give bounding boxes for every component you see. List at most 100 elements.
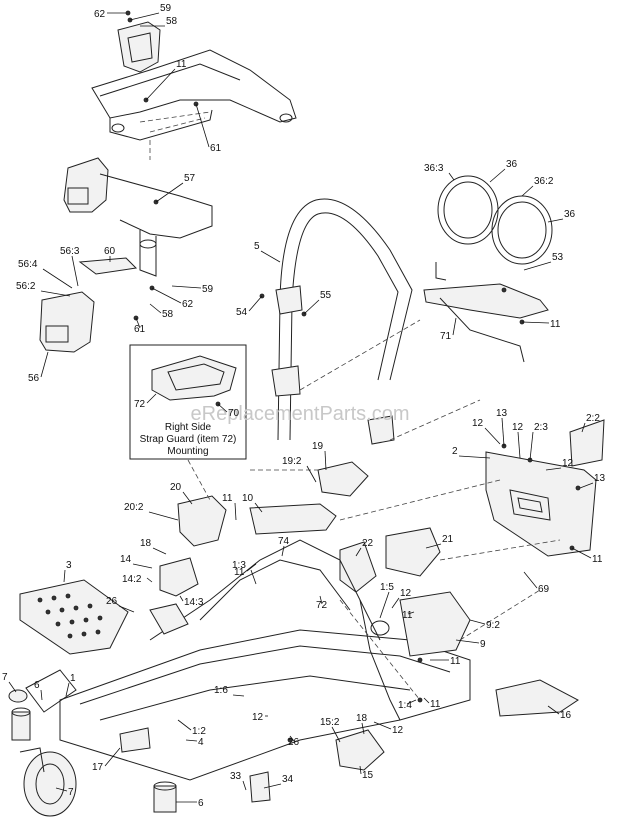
leader-line [521,321,550,324]
panel-2-cutout [509,489,551,521]
callout-label: 12 [400,588,412,599]
right-panel-assembly [485,419,605,557]
leader-line [155,182,184,203]
bracket-71 [423,283,549,319]
callout-label: 15:2 [320,717,340,728]
fork [19,747,45,773]
spindle-6-right [153,785,177,813]
callout-label: 56:2 [16,281,36,292]
callout-label: 2:2 [586,413,600,424]
bolt-53 [501,287,507,293]
bracket-58-face [127,32,153,63]
leader-line [379,591,390,619]
frame-rail-top [79,645,451,705]
callout-label: 18 [356,713,368,724]
callout-label: 71 [440,331,452,342]
leader-line [545,467,562,471]
hole [83,617,89,623]
frame-upper-inner [199,559,351,621]
rops-bar-outer [277,198,413,441]
leader-line [579,482,594,489]
guide [339,479,501,521]
callout-label: 14:2 [122,574,142,585]
leader-line [458,455,491,459]
hole [81,631,87,637]
leader-line [359,765,362,775]
leader-line [71,255,79,287]
foot-plate [19,579,129,655]
hole [73,605,79,611]
callout-label: 6 [34,680,40,691]
leader-line [104,747,121,767]
leader-line [185,739,198,742]
callout-label: 62 [182,299,194,310]
bolt-62-top [125,10,131,16]
callout-label: 15 [362,770,374,781]
guide [299,319,421,391]
upper-frame-edge [99,63,241,97]
upper-frame-dash-2 [149,117,206,133]
main-frame [25,539,579,803]
upper-frame-hole-left [111,123,125,133]
plate-16 [495,679,579,717]
upper-frame-assembly [91,10,297,141]
wheel-hub [35,763,65,805]
callout-label: 13 [496,408,508,419]
cap-7 [8,689,28,703]
upper-frame [91,49,297,123]
leader-line [289,735,295,742]
callout-label: 58 [162,309,174,320]
leader-line [254,502,263,513]
callout-label: 70 [228,408,240,419]
leader-line [40,290,71,297]
hoop-assembly [423,175,553,363]
spindle-right-top [153,781,177,791]
bracket-58 [117,21,161,73]
leader-line [452,317,457,336]
leader-line [234,502,237,521]
leader-line [523,571,538,589]
frame-rail-mid [99,675,411,721]
guide [459,589,541,641]
leader-line [361,722,365,735]
callout-label: 9 [480,639,486,650]
leader-line [179,595,184,602]
leader-line [246,563,257,572]
inset-box: Right Side Strap Guard (item 72) Mountin… [129,344,247,460]
callout-label: 1:4 [398,700,412,711]
foot-plate-holes [37,593,103,639]
leader-line [242,780,247,791]
hole [59,607,65,613]
bolt-26-lower [287,737,293,743]
guide [389,399,481,441]
rops-mount-right [367,415,395,445]
callout-label: 72 [134,399,146,410]
leader-line [306,465,317,483]
leader-line [501,417,505,447]
leader-line [146,393,157,404]
callout-label: 69 [538,584,550,595]
callout-label: 12 [472,418,484,429]
bracket-14-3 [159,557,199,597]
leader-line [489,168,506,183]
strap-guard-72-inset [151,355,237,401]
leader-line [40,689,43,701]
callout-label: 34 [282,774,294,785]
mount-block-56 [39,291,95,353]
bracket-15 [335,729,385,771]
callout-label: 22 [362,538,374,549]
hole [67,633,73,639]
panel-2-cutout-inner [517,497,543,513]
hole [45,609,51,615]
bar-60 [78,257,138,275]
leader-line [65,682,70,697]
leader-line [355,547,362,557]
callout-label: 1 [70,673,76,684]
leader-line [146,577,153,583]
leader-line [571,547,592,559]
callout-label: 20:2 [124,502,144,513]
cover-2-2 [569,419,605,467]
watermark: eReplacementParts.com [191,403,410,425]
callout-label: 10 [242,493,254,504]
callout-label: 7 [68,787,74,798]
